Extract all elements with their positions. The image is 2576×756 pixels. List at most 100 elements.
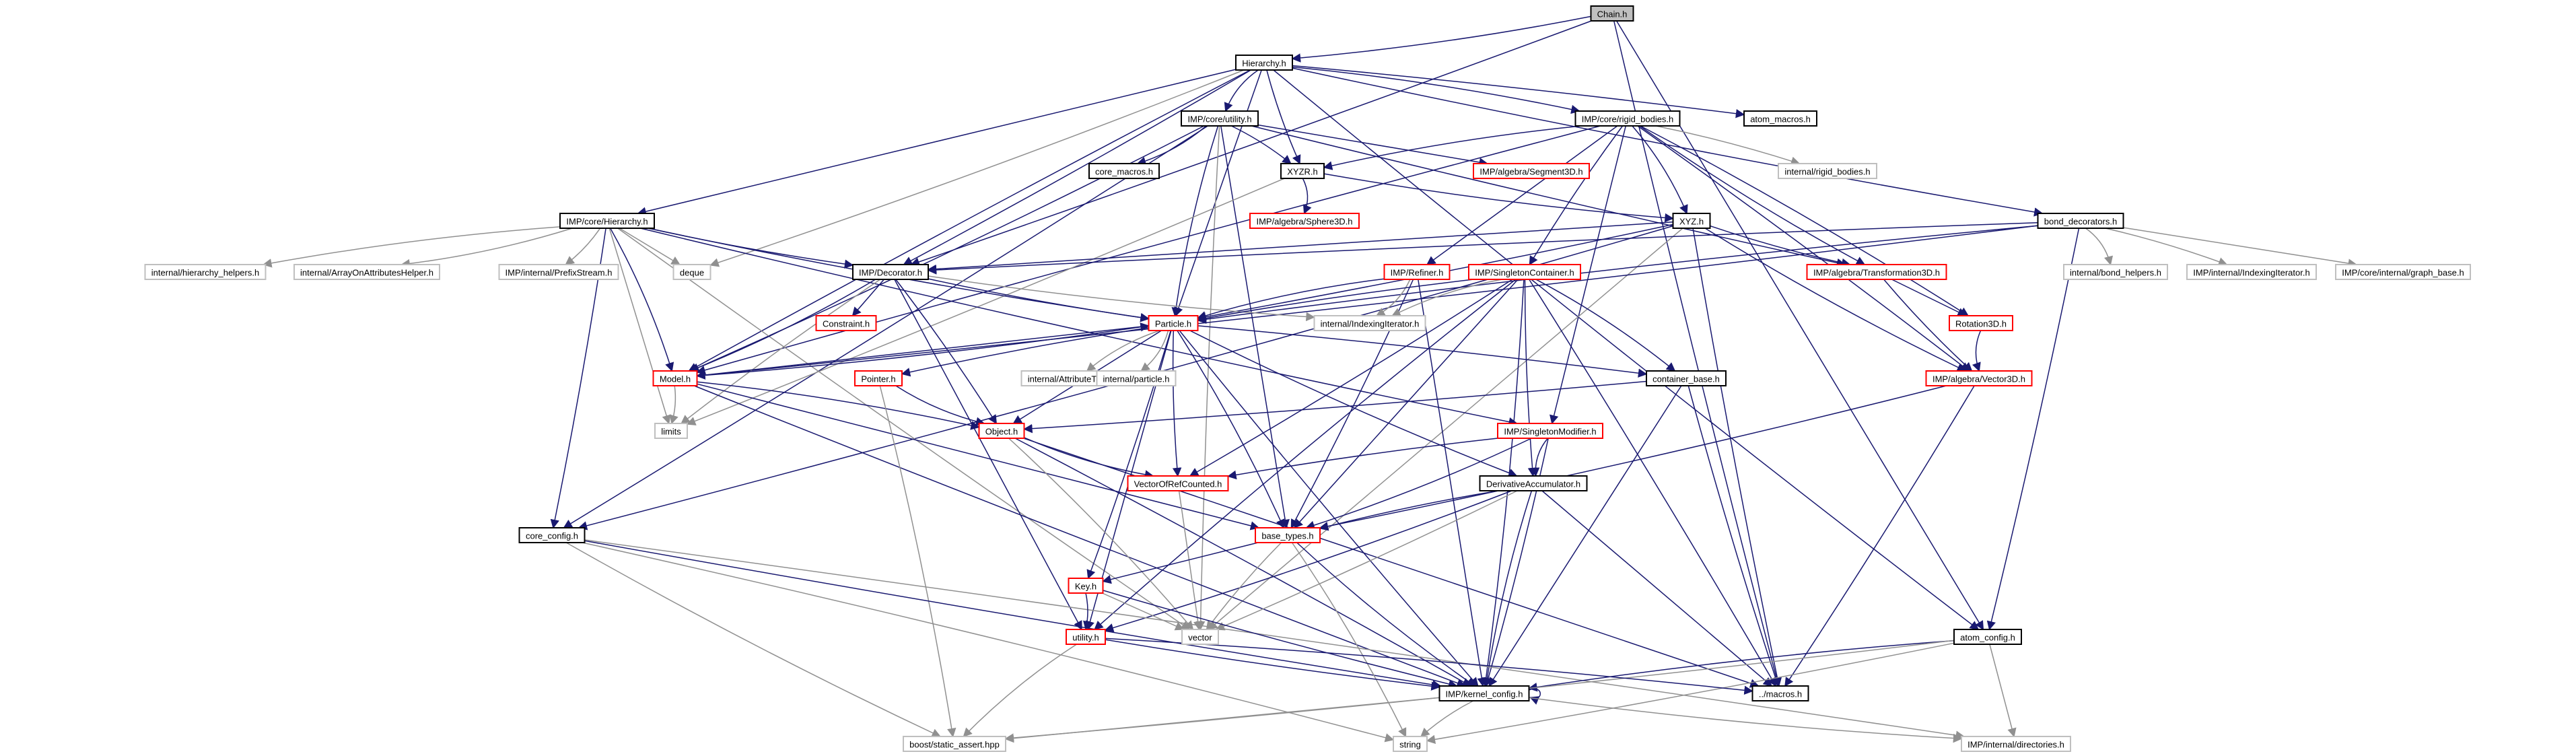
node-decorator[interactable]: IMP/Decorator.h xyxy=(852,264,929,280)
node-label: Key.h xyxy=(1075,582,1096,592)
edge-refiner-to-kernel_config xyxy=(1418,279,1486,687)
edge-key-to-vector xyxy=(1102,592,1185,631)
node-directories: IMP/internal/directories.h xyxy=(1961,736,2071,752)
node-constraint[interactable]: Constraint.h xyxy=(815,315,877,331)
node-segment3d[interactable]: IMP/algebra/Segment3D.h xyxy=(1473,163,1590,179)
node-box xyxy=(1255,527,1321,543)
edge-kernel_config-to-directories xyxy=(1529,697,1963,743)
node-box xyxy=(1383,264,1451,280)
node-derivative-accumulator[interactable]: DerivativeAccumulator.h xyxy=(1479,475,1588,491)
edge-chain-to-decorator xyxy=(910,20,1592,267)
node-chain[interactable]: Chain.h xyxy=(1590,5,1634,22)
edge-base_types-to-string xyxy=(1291,542,1407,738)
node-container-base[interactable]: container_base.h xyxy=(1646,370,1727,386)
node-core-hierarchy[interactable]: IMP/core/Hierarchy.h xyxy=(559,213,655,229)
edge-model-to-limits xyxy=(669,385,678,425)
node-atom-macros[interactable]: atom_macros.h xyxy=(1743,110,1817,127)
edge-particle-to-internal_attributetable xyxy=(1086,330,1160,372)
edge-model-to-object xyxy=(697,381,980,430)
edge-object-to-vector_of_refcounted xyxy=(1024,437,1154,479)
node-vector-of-refcounted[interactable]: VectorOfRefCounted.h xyxy=(1127,475,1229,491)
node-label: IMP/kernel_config.h xyxy=(1446,689,1523,699)
edge-kernel_config-to-kernel_config xyxy=(1529,688,1541,705)
node-atom-config[interactable]: atom_config.h xyxy=(1953,629,2022,645)
edge-core_rigid-to-xyz xyxy=(1632,125,1688,215)
node-bond-decorators[interactable]: bond_decorators.h xyxy=(2037,213,2124,229)
edge-bond_decorators-to-decorator xyxy=(927,221,2038,275)
node-label: IMP/internal/PrefixStream.h xyxy=(506,268,613,278)
node-internal-bond-helpers: internal/bond_helpers.h xyxy=(2063,264,2168,280)
edge-core_hierarchy-to-vector xyxy=(617,228,1191,630)
edge-bond_decorators-to-internal_bond_helpers xyxy=(2085,228,2114,266)
node-label: string xyxy=(1399,740,1421,750)
edge-refiner-to-internal_indexing xyxy=(1375,279,1411,316)
node-xyz[interactable]: XYZ.h xyxy=(1672,213,1711,229)
node-internal-indexing: internal/IndexingIterator.h xyxy=(1313,315,1426,331)
node-box xyxy=(1393,736,1428,752)
node-singleton-modifier[interactable]: IMP/SingletonModifier.h xyxy=(1497,423,1603,439)
node-core-config[interactable]: core_config.h xyxy=(518,527,586,543)
node-box xyxy=(2063,264,2168,280)
edge-core_utility-to-model xyxy=(689,125,1205,372)
node-core-macros[interactable]: core_macros.h xyxy=(1088,163,1160,179)
edge-layer xyxy=(263,15,2358,745)
edge-core_hierarchy-to-decorator xyxy=(648,228,854,269)
node-sphere3d[interactable]: IMP/algebra/Sphere3D.h xyxy=(1249,213,1360,229)
node-base-types[interactable]: base_types.h xyxy=(1255,527,1321,543)
edge-core_utility-to-base_types xyxy=(1220,125,1290,529)
node-label: Pointer.h xyxy=(861,374,895,384)
node-core-rigid[interactable]: IMP/core/rigid_bodies.h xyxy=(1574,110,1681,127)
edge-core_hierarchy-to-limits xyxy=(608,228,671,425)
node-label: XYZR.h xyxy=(1287,167,1318,177)
node-label: IMP/internal/directories.h xyxy=(1968,740,2064,750)
node-box xyxy=(1249,213,1360,229)
edge-bond_decorators-to-imp_internal_indexing xyxy=(2105,228,2228,267)
node-label: deque xyxy=(680,268,704,278)
node-refiner[interactable]: IMP/Refiner.h xyxy=(1383,264,1451,280)
node-box xyxy=(1088,163,1160,179)
edge-particle-to-vector_of_refcounted xyxy=(1172,330,1182,477)
edge-model-to-base_types xyxy=(697,383,1260,530)
node-box xyxy=(1646,370,1727,386)
node-rotation3d[interactable]: Rotation3D.h xyxy=(1949,315,2013,331)
edge-core_utility-to-transformation3d xyxy=(1251,125,1846,267)
node-label: IMP/core/utility.h xyxy=(1187,114,1251,125)
node-pointer[interactable]: Pointer.h xyxy=(854,370,903,386)
node-box xyxy=(1468,264,1581,280)
node-static-assert: boost/static_assert.hpp xyxy=(903,736,1006,752)
node-internal-particle: internal/particle.h xyxy=(1096,370,1177,386)
node-object[interactable]: Object.h xyxy=(978,423,1025,439)
node-key[interactable]: Key.h xyxy=(1068,578,1104,594)
node-label: IMP/Decorator.h xyxy=(859,268,922,278)
edge-core_hierarchy-to-model xyxy=(610,228,674,372)
node-kernel-config[interactable]: IMP/kernel_config.h xyxy=(1438,685,1530,701)
edge-particle-to-model xyxy=(696,325,1149,380)
node-label: utility.h xyxy=(1072,633,1099,643)
edge-hierarchy-to-core_utility xyxy=(1224,69,1259,112)
node-box xyxy=(1473,163,1590,179)
node-particle[interactable]: Particle.h xyxy=(1148,315,1199,331)
node-vector3d[interactable]: IMP/algebra/Vector3D.h xyxy=(1925,370,2033,386)
node-macros[interactable]: ../macros.h xyxy=(1751,685,1809,701)
edge-particle-to-pointer xyxy=(901,327,1149,377)
edge-particle-to-container_base xyxy=(1197,325,1648,378)
node-core-utility[interactable]: IMP/core/utility.h xyxy=(1181,110,1259,127)
node-xyzr[interactable]: XYZR.h xyxy=(1280,163,1325,179)
edge-xyzr-to-xyz xyxy=(1323,173,1674,223)
node-box xyxy=(1778,163,1877,179)
node-utility[interactable]: utility.h xyxy=(1066,629,1106,645)
node-box xyxy=(854,370,903,386)
node-transformation3d[interactable]: IMP/algebra/Transformation3D.h xyxy=(1806,264,1947,280)
node-box xyxy=(2335,264,2471,280)
node-box xyxy=(903,736,1006,752)
edge-core_rigid-to-singleton_container xyxy=(1529,125,1624,266)
node-label: container_base.h xyxy=(1652,374,1720,384)
node-singleton-container[interactable]: IMP/SingletonContainer.h xyxy=(1468,264,1581,280)
node-box xyxy=(652,370,698,386)
node-hierarchy[interactable]: Hierarchy.h xyxy=(1235,55,1293,71)
edge-core_rigid-to-internal_rigid xyxy=(1655,125,1801,166)
node-box xyxy=(1235,55,1293,71)
node-model[interactable]: Model.h xyxy=(652,370,698,386)
edge-particle-to-derivative_accumulator xyxy=(1189,330,1518,477)
